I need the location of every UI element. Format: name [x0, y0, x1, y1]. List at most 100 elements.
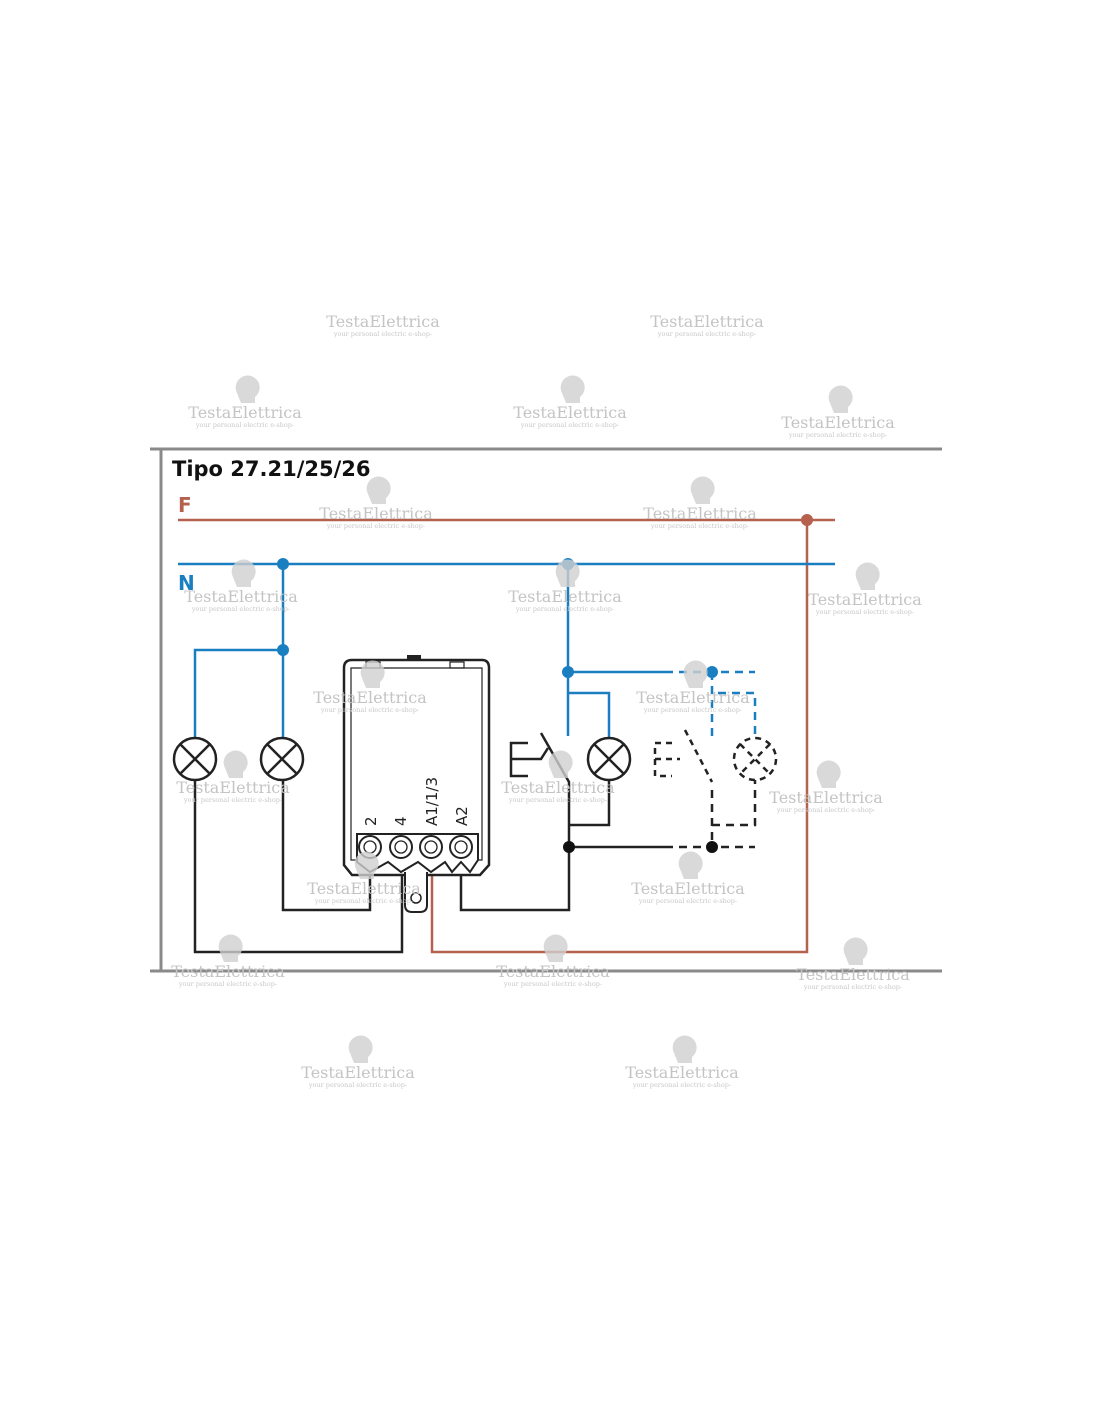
watermark-tagline: your personal electric e-shop- [314, 897, 413, 905]
watermark-tagline: your personal electric e-shop- [803, 983, 902, 991]
watermark-brand: TestaElettrica [184, 587, 298, 606]
watermark-brand: TestaElettrica [188, 403, 302, 422]
head-icon [360, 660, 385, 688]
head-icon [354, 851, 379, 879]
watermark-tagline: your personal electric e-shop- [308, 1081, 407, 1089]
diagram-frame [150, 447, 942, 973]
watermark-tagline: your personal electric e-shop- [657, 330, 756, 338]
terminal-label: 4 [392, 816, 410, 826]
head-icon [683, 660, 708, 688]
watermark-brand: TestaElettrica [313, 688, 427, 707]
watermark-tagline: your personal electric e-shop- [650, 522, 749, 530]
head-icon [560, 375, 585, 403]
head-icon [235, 375, 260, 403]
head-icon [855, 562, 880, 590]
head-icon [366, 476, 391, 504]
watermark-tagline: your personal electric e-shop- [183, 796, 282, 804]
pushbutton-icon [509, 732, 571, 790]
watermark-brand: TestaElettrica [508, 587, 622, 606]
watermark-tagline: your personal electric e-shop- [508, 796, 607, 804]
watermark-tagline: your personal electric e-shop- [191, 605, 290, 613]
watermark-brand: TestaElettrica [769, 788, 883, 807]
relay-device: 2 4 A1/1/3 A2 [342, 655, 491, 913]
watermark-brand: TestaElettrica [171, 962, 285, 981]
head-icon [348, 1035, 373, 1063]
watermark-tagline: your personal electric e-shop- [788, 431, 887, 439]
watermark-tagline: your personal electric e-shop- [503, 980, 602, 988]
terminal-label: A1/1/3 [423, 777, 441, 826]
watermark-tagline: your personal electric e-shop- [632, 1081, 731, 1089]
watermark-brand: TestaElettrica [176, 778, 290, 797]
watermark-brand: TestaElettrica [496, 962, 610, 981]
terminal-label: A2 [453, 806, 471, 826]
watermark-tagline: your personal electric e-shop- [195, 421, 294, 429]
head-icon [828, 385, 853, 413]
head-icon [678, 851, 703, 879]
lamp-icon [586, 736, 632, 782]
head-icon [218, 934, 243, 962]
head-icon [816, 760, 841, 788]
watermark-tagline: your personal electric e-shop- [815, 608, 914, 616]
head-icon [843, 937, 868, 965]
phase-wires [178, 518, 835, 954]
phase-junction [801, 514, 813, 526]
watermark-brand: TestaElettrica [631, 879, 745, 898]
optional-pushbutton-icon [653, 729, 714, 783]
wire-junctions [563, 841, 718, 853]
watermark-tagline: your personal electric e-shop- [326, 522, 425, 530]
diagram-title: Tipo 27.21/25/26 [172, 457, 371, 481]
head-icon [223, 750, 248, 778]
head-icon [543, 934, 568, 962]
watermark-tagline: your personal electric e-shop- [178, 980, 277, 988]
watermark-tagline: your personal electric e-shop- [320, 706, 419, 714]
head-icon [555, 559, 580, 587]
watermark-tagline: your personal electric e-shop- [776, 806, 875, 814]
watermark-brand: TestaElettrica [808, 590, 922, 609]
watermark-brand: TestaElettrica [319, 504, 433, 523]
watermark-brand: TestaElettrica [625, 1063, 739, 1082]
terminal-label: 2 [362, 816, 380, 826]
watermark-brand: TestaElettrica [501, 778, 615, 797]
neutral-junctions [277, 558, 718, 678]
neutral-label: N [178, 571, 195, 595]
head-icon [690, 476, 715, 504]
watermark-brand: TestaElettrica [781, 413, 895, 432]
watermark-brand: TestaElettrica [650, 312, 764, 331]
head-icon [548, 750, 573, 778]
watermark-tagline: your personal electric e-shop- [333, 330, 432, 338]
watermark-tagline: your personal electric e-shop- [643, 706, 742, 714]
watermark-brand: TestaElettrica [326, 312, 440, 331]
lamp-icon [172, 736, 218, 782]
optional-lamp-icon [732, 736, 778, 782]
watermark-brand: TestaElettrica [307, 879, 421, 898]
watermark-brand: TestaElettrica [636, 688, 750, 707]
watermark-brand: TestaElettrica [513, 403, 627, 422]
lamp-icon [259, 736, 305, 782]
watermark-brand: TestaElettrica [796, 965, 910, 984]
head-icon [231, 559, 256, 587]
watermark-tagline: your personal electric e-shop- [638, 897, 737, 905]
watermark-brand: TestaElettrica [643, 504, 757, 523]
phase-label: F [178, 493, 192, 517]
